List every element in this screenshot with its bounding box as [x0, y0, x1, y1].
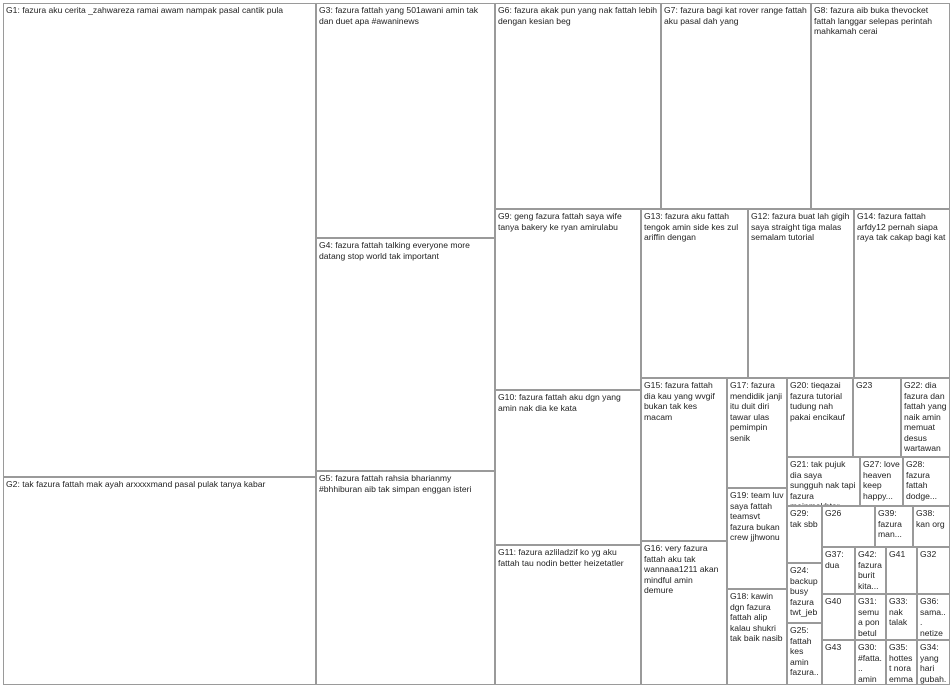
group-g28: G28: fazura fattah dodge...	[903, 457, 950, 506]
group-g26: G26	[822, 506, 875, 547]
group-label: G31: semua pon betul	[858, 596, 880, 638]
group-label: G19: team luv saya fattah teamsvt fazura…	[730, 490, 784, 542]
group-g19: G19: team luv saya fattah teamsvt fazura…	[727, 488, 787, 589]
group-g25: G25: fattah kes amin fazura...	[787, 623, 822, 685]
group-g38: G38: kan org	[913, 506, 950, 547]
group-label: G3: fazura fattah yang 501awani amin tak…	[319, 5, 479, 26]
group-label: G34: yang hari gubah...	[920, 642, 947, 684]
group-g6: G6: fazura akak pun yang nak fattah lebi…	[495, 3, 661, 209]
group-label: G8: fazura aib buka thevocket fattah lan…	[814, 5, 933, 36]
group-label: G16: very fazura fattah aku tak wannaaa1…	[644, 543, 719, 595]
group-g22: G22: dia fazura dan fattah yang naik ami…	[901, 378, 950, 457]
group-g16: G16: very fazura fattah aku tak wannaaa1…	[641, 541, 727, 685]
group-label: G38: kan org	[916, 508, 945, 529]
group-label: G27: love heaven keep happy...	[863, 459, 900, 501]
group-label: G7: fazura bagi kat rover range fattah a…	[664, 5, 807, 26]
group-label: G11: fazura azliladzif ko yg aku fattah …	[498, 547, 624, 568]
group-label: G22: dia fazura dan fattah yang naik ami…	[904, 380, 947, 453]
group-label: G23	[856, 380, 873, 390]
group-g14: G14: fazura fattah arfdy12 pernah siapa …	[854, 209, 950, 378]
group-g3: G3: fazura fattah yang 501awani amin tak…	[316, 3, 495, 238]
group-g1: G1: fazura aku cerita _zahwareza ramai a…	[3, 3, 316, 477]
group-g24: G24: backup busy fazura twt_jeb...	[787, 563, 822, 623]
group-g33: G33: nak talak	[886, 594, 917, 640]
group-label: G2: tak fazura fattah mak ayah arxxxxman…	[6, 479, 266, 489]
group-g37: G37: dua	[822, 547, 855, 594]
group-label: G21: tak pujuk dia saya sungguh nak tapi…	[790, 459, 856, 506]
group-g11: G11: fazura azliladzif ko yg aku fattah …	[495, 545, 641, 685]
group-g41: G41	[886, 547, 917, 594]
group-label: G25: fattah kes amin fazura...	[790, 625, 819, 685]
group-label: G42: fazura burit kita...	[858, 549, 882, 591]
group-g15: G15: fazura fattah dia kau yang wvgif bu…	[641, 378, 727, 541]
group-label: G17: fazura mendidik janji itu duit diri…	[730, 380, 783, 443]
group-g39: G39: fazura man...	[875, 506, 913, 547]
group-label: G5: fazura fattah rahsia bharianmy #bhhi…	[319, 473, 472, 494]
group-label: G14: fazura fattah arfdy12 pernah siapa …	[857, 211, 946, 242]
group-g5: G5: fazura fattah rahsia bharianmy #bhhi…	[316, 471, 495, 685]
group-g4: G4: fazura fattah talking everyone more …	[316, 238, 495, 471]
group-label: G39: fazura man...	[878, 508, 902, 539]
group-g30: G30: #fatta... amin #fazur...	[855, 640, 886, 685]
group-g2: G2: tak fazura fattah mak ayah arxxxxman…	[3, 477, 316, 685]
group-label: G35: hottest nora emma...	[889, 642, 913, 684]
group-label: G18: kawin dgn fazura fattah alip kalau …	[730, 591, 783, 643]
group-g42: G42: fazura burit kita...	[855, 547, 886, 594]
group-label: G9: geng fazura fattah saya wife tanya b…	[498, 211, 622, 232]
group-label: G15: fazura fattah dia kau yang wvgif bu…	[644, 380, 715, 422]
group-label: G41	[889, 549, 906, 559]
group-g36: G36: sama... netizen nour...	[917, 594, 950, 640]
group-g34: G34: yang hari gubah...	[917, 640, 950, 685]
group-g9: G9: geng fazura fattah saya wife tanya b…	[495, 209, 641, 390]
group-g40: G40	[822, 594, 855, 640]
group-label: G30: #fatta... amin #fazur...	[858, 642, 882, 684]
group-label: G40	[825, 596, 842, 606]
group-label: G37: dua	[825, 549, 844, 570]
group-g31: G31: semua pon betul	[855, 594, 886, 640]
group-g18: G18: kawin dgn fazura fattah alip kalau …	[727, 589, 787, 685]
group-label: G6: fazura akak pun yang nak fattah lebi…	[498, 5, 658, 26]
group-g20: G20: tieqazai fazura tutorial tudung nah…	[787, 378, 853, 457]
group-g27: G27: love heaven keep happy...	[860, 457, 903, 506]
group-label: G43	[825, 642, 842, 652]
group-label: G36: sama... netizen nour...	[920, 596, 946, 639]
group-label: G24: backup busy fazura twt_jeb...	[790, 565, 818, 623]
group-g21: G21: tak pujuk dia saya sungguh nak tapi…	[787, 457, 860, 506]
group-g35: G35: hottest nora emma...	[886, 640, 917, 685]
group-label: G12: fazura buat lah gigih saya straight…	[751, 211, 850, 242]
group-label: G1: fazura aku cerita _zahwareza ramai a…	[6, 5, 284, 15]
group-label: G10: fazura fattah aku dgn yang amin nak…	[498, 392, 621, 413]
group-label: G28: fazura fattah dodge...	[906, 459, 938, 501]
group-g29: G29: tak sbb	[787, 506, 822, 563]
group-g43: G43	[822, 640, 855, 685]
group-label: G32	[920, 549, 937, 559]
group-g8: G8: fazura aib buka thevocket fattah lan…	[811, 3, 950, 209]
group-g7: G7: fazura bagi kat rover range fattah a…	[661, 3, 811, 209]
group-label: G13: fazura aku fattah tengok amin side …	[644, 211, 739, 242]
group-g23: G23	[853, 378, 901, 457]
group-g10: G10: fazura fattah aku dgn yang amin nak…	[495, 390, 641, 545]
group-g12: G12: fazura buat lah gigih saya straight…	[748, 209, 854, 378]
group-label: G26	[825, 508, 842, 518]
group-g17: G17: fazura mendidik janji itu duit diri…	[727, 378, 787, 488]
group-label: G20: tieqazai fazura tutorial tudung nah…	[790, 380, 845, 422]
group-label: G33: nak talak	[889, 596, 908, 627]
group-g32: G32	[917, 547, 950, 594]
group-g13: G13: fazura aku fattah tengok amin side …	[641, 209, 748, 378]
group-label: G29: tak sbb	[790, 508, 818, 529]
group-label: G4: fazura fattah talking everyone more …	[319, 240, 470, 261]
